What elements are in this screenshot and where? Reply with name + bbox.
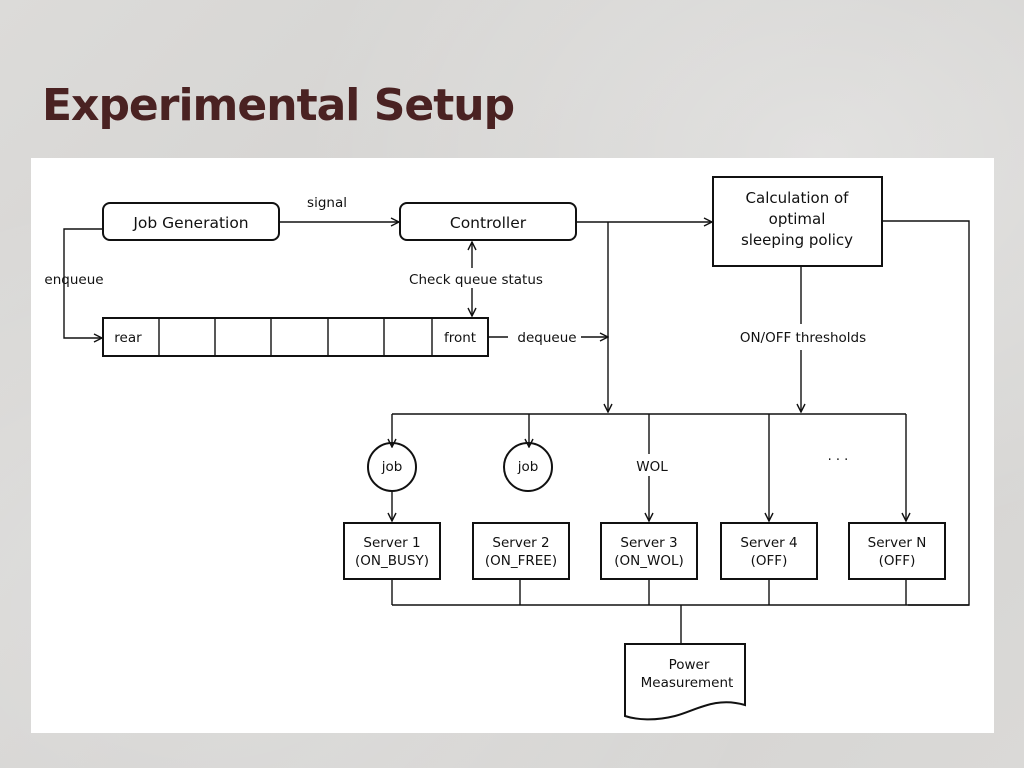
thresholds-label: ON/OFF thresholds <box>740 330 866 346</box>
ellipsis-label: · · · <box>828 453 849 468</box>
server-4-box <box>720 522 818 580</box>
diagram-panel: Job Generation Controller signal enqueue… <box>31 158 994 733</box>
power-measurement-box <box>624 643 746 721</box>
signal-label: signal <box>307 195 347 211</box>
enqueue-label: enqueue <box>44 272 103 288</box>
server-2-box <box>472 522 570 580</box>
server-4-state: (OFF) <box>751 553 788 569</box>
power-label-1: Power <box>669 657 710 673</box>
job-circle-1-label: job <box>381 459 403 475</box>
check-queue-status-label: Check queue status <box>409 272 543 288</box>
server-3-box <box>600 522 698 580</box>
job-circle-2-label: job <box>517 459 539 475</box>
server-3-name: Server 3 <box>620 535 677 551</box>
server-1-state: (ON_BUSY) <box>355 553 429 569</box>
architecture-diagram: Job Generation Controller signal enqueue… <box>44 176 970 721</box>
server-n-state: (OFF) <box>879 553 916 569</box>
server-3-state: (ON_WOL) <box>614 553 684 569</box>
wol-label: WOL <box>636 459 668 475</box>
calculation-label-3: sleeping policy <box>741 231 853 249</box>
server-2-name: Server 2 <box>492 535 549 551</box>
server-n-name: Server N <box>868 535 927 551</box>
queue-rear-label: rear <box>114 330 142 346</box>
job-circle-2 <box>503 442 553 492</box>
slide-title: Experimental Setup <box>42 80 515 131</box>
job-queue <box>102 317 489 357</box>
dequeue-label: dequeue <box>517 330 576 346</box>
enqueue-path <box>63 228 103 338</box>
calculation-label-2: optimal <box>769 210 826 228</box>
job-generation-label: Job Generation <box>132 214 248 232</box>
calculation-label-1: Calculation of <box>746 189 850 207</box>
queue-front-label: front <box>444 330 476 346</box>
power-label-2: Measurement <box>641 675 734 691</box>
server-4-name: Server 4 <box>740 535 797 551</box>
server-2-state: (ON_FREE) <box>485 553 557 569</box>
server-n-box <box>848 522 946 580</box>
server-1-name: Server 1 <box>363 535 420 551</box>
server-1-box <box>343 522 441 580</box>
controller-label: Controller <box>450 214 527 232</box>
